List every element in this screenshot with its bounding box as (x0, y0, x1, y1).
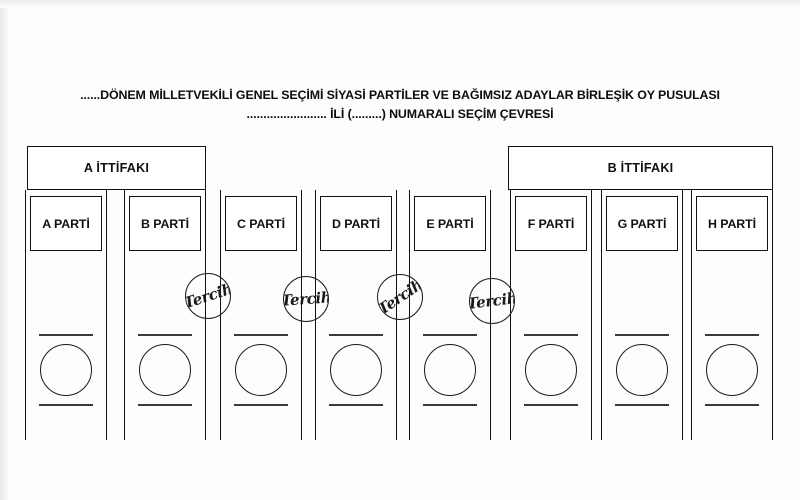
alliance-label: B İTTİFAKI (607, 161, 674, 175)
rule-above-vote-circle (615, 334, 669, 336)
party-label: D PARTİ (332, 216, 380, 231)
vote-circle[interactable] (139, 344, 191, 396)
rule-above-vote-circle (423, 334, 477, 336)
party-name-box: A PARTİ (30, 196, 102, 251)
party-name-box: E PARTİ (414, 196, 486, 251)
paper-edge-shading-left (0, 0, 10, 500)
rule-below-vote-circle (39, 404, 93, 406)
vote-circle[interactable] (330, 344, 382, 396)
rule-below-vote-circle (524, 404, 578, 406)
rule-below-vote-circle (234, 404, 288, 406)
rule-below-vote-circle (423, 404, 477, 406)
rule-below-vote-circle (138, 404, 192, 406)
vote-circle[interactable] (40, 344, 92, 396)
alliance-box-a: A İTTİFAKI (27, 146, 206, 190)
vote-circle[interactable] (616, 344, 668, 396)
tercih-stamp: Tercih (283, 276, 329, 322)
party-column-col-f[interactable] (510, 190, 592, 440)
tercih-stamp-label: Tercih (377, 275, 423, 319)
rule-above-vote-circle (705, 334, 759, 336)
ballot-header-line-1: ......DÖNEM MİLLETVEKİLİ GENEL SEÇİMİ Sİ… (80, 88, 720, 102)
party-name-box: B PARTİ (129, 196, 201, 251)
party-label: A PARTİ (42, 216, 90, 231)
rule-above-vote-circle (138, 334, 192, 336)
alliance-label: A İTTİFAKI (83, 161, 150, 175)
party-label: B PARTİ (141, 216, 189, 231)
rule-above-vote-circle (329, 334, 383, 336)
rule-below-vote-circle (705, 404, 759, 406)
rule-above-vote-circle (234, 334, 288, 336)
party-name-box: H PARTİ (696, 196, 768, 251)
rule-below-vote-circle (329, 404, 383, 406)
rule-below-vote-circle (615, 404, 669, 406)
party-name-box: C PARTİ (225, 196, 297, 251)
tercih-stamp-label: Tercih (283, 288, 329, 310)
party-name-box: G PARTİ (606, 196, 678, 251)
party-label: H PARTİ (708, 216, 756, 231)
tercih-stamp-label: Tercih (469, 289, 515, 313)
paper-edge-shading-top (0, 0, 800, 8)
party-name-box: F PARTİ (515, 196, 587, 251)
tercih-stamp: Tercih (377, 274, 423, 320)
tercih-stamp-label: Tercih (185, 279, 231, 313)
party-label: C PARTİ (237, 216, 285, 231)
party-column-col-a[interactable] (25, 190, 107, 440)
tercih-stamp: Tercih (469, 278, 515, 324)
ballot-header: ......DÖNEM MİLLETVEKİLİ GENEL SEÇİMİ Sİ… (0, 86, 800, 124)
party-label: G PARTİ (617, 216, 667, 231)
vote-circle[interactable] (706, 344, 758, 396)
party-column-col-g[interactable] (601, 190, 683, 440)
party-label: E PARTİ (426, 216, 474, 231)
vote-circle[interactable] (525, 344, 577, 396)
party-column-col-h[interactable] (691, 190, 773, 440)
party-label: F PARTİ (527, 216, 575, 231)
vote-circle[interactable] (235, 344, 287, 396)
party-name-box: D PARTİ (320, 196, 392, 251)
tercih-stamp: Tercih (185, 273, 231, 319)
rule-above-vote-circle (524, 334, 578, 336)
rule-above-vote-circle (39, 334, 93, 336)
vote-circle[interactable] (424, 344, 476, 396)
ballot-header-line-2: ........................ İLİ (.........)… (246, 107, 554, 121)
alliance-box-b: B İTTİFAKI (508, 146, 773, 190)
